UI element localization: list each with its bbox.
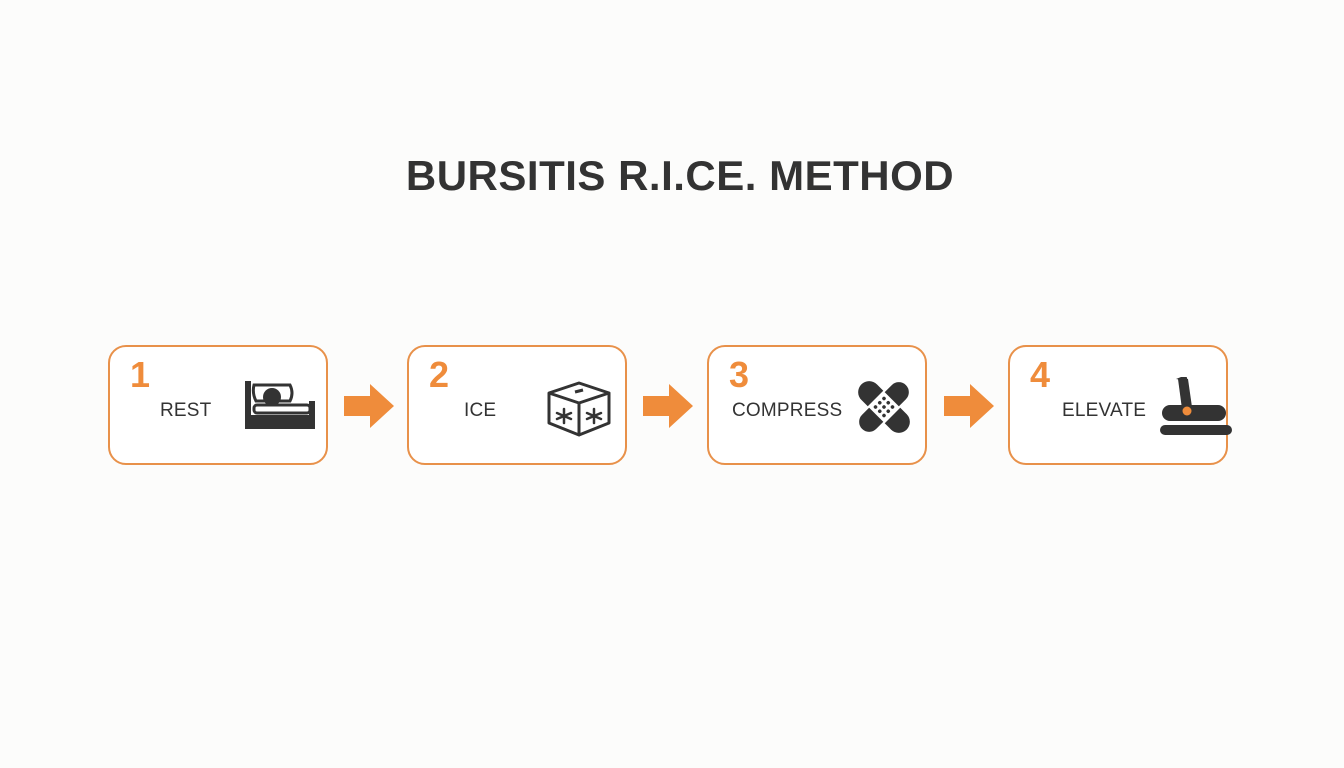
step-number: 4 xyxy=(1030,354,1051,395)
step-number: 1 xyxy=(130,354,151,395)
bandage-icon xyxy=(857,380,911,434)
arrow-right-icon xyxy=(344,384,394,428)
step-label: COMPRESS xyxy=(732,400,843,421)
step-number: 2 xyxy=(429,354,450,395)
step-card-rest: 1 REST xyxy=(108,345,328,465)
diagram-title: BURSITIS R.I.CE. METHOD xyxy=(405,152,955,199)
step-card-ice: 2 ICE xyxy=(407,345,627,465)
step-number: 3 xyxy=(729,354,750,395)
step-card-compress: 3 COMPRESS xyxy=(707,345,927,465)
step-label: ICE xyxy=(464,400,497,421)
bed-icon xyxy=(245,381,315,429)
elevated-leg-icon xyxy=(1160,377,1232,435)
step-label: REST xyxy=(160,400,212,421)
arrow-right-icon xyxy=(643,384,693,428)
arrow-right-icon xyxy=(944,384,994,428)
step-card-elevate: 4 ELEVATE xyxy=(1008,345,1232,465)
step-label: ELEVATE xyxy=(1062,400,1147,421)
ice-cube-icon xyxy=(547,381,611,437)
